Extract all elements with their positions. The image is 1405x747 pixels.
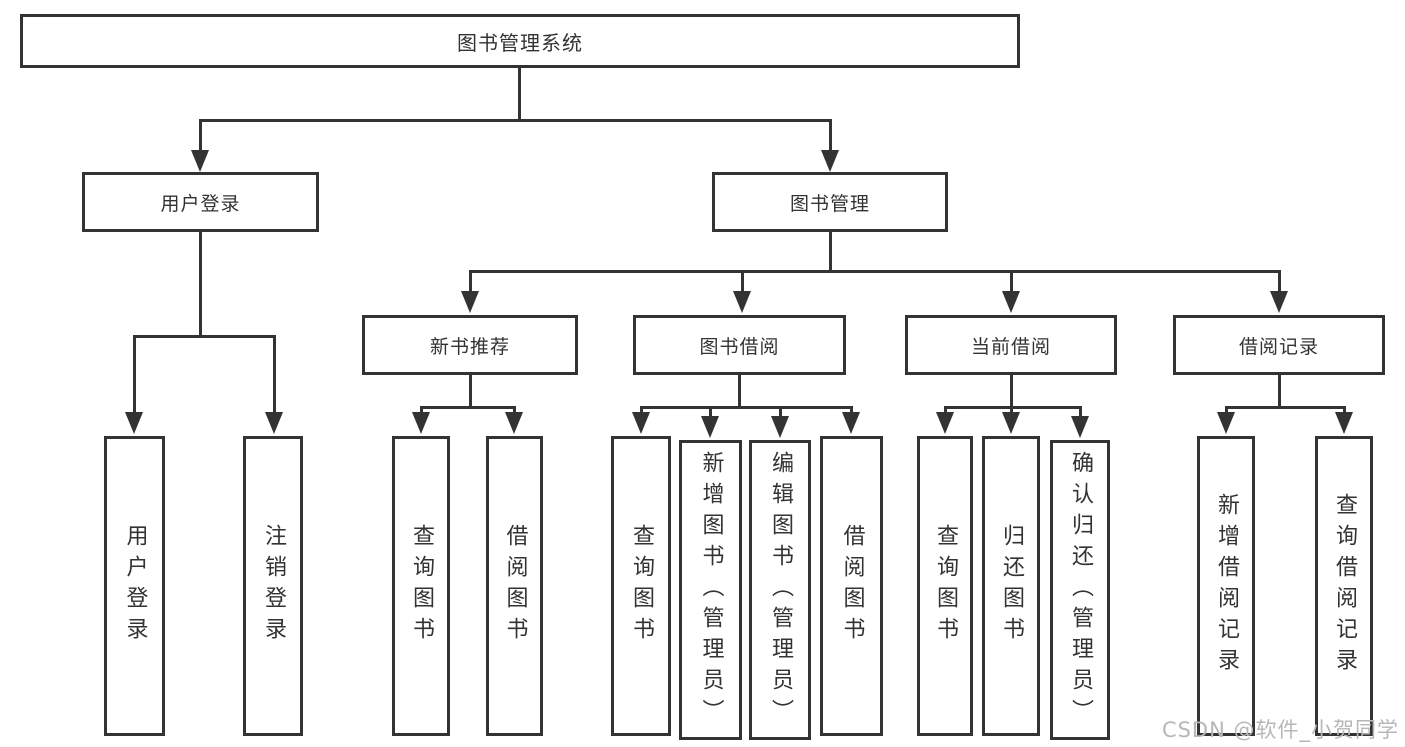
connector-line	[513, 406, 516, 414]
leaf-label: 新增图书（管理员）	[698, 450, 724, 730]
connector-line	[420, 406, 516, 409]
connector-line	[1010, 406, 1013, 414]
arrowhead-down-icon	[771, 416, 789, 438]
leaf-logout: 注销登录	[243, 436, 303, 736]
arrowhead-down-icon	[505, 412, 523, 434]
node-current-borrow: 当前借阅	[905, 315, 1117, 375]
connector-line	[944, 406, 947, 414]
leaf-label: 查询图书	[409, 524, 434, 648]
leaf-label: 注销登录	[261, 524, 286, 648]
connector-line	[640, 406, 643, 414]
leaf-label: 查询借阅记录	[1332, 493, 1357, 679]
connector-line	[469, 375, 472, 409]
node-book-borrow: 图书借阅	[633, 315, 846, 375]
leaf-borrow-books: 借阅图书	[820, 436, 883, 736]
leaf-query-borrow-record: 查询借阅记录	[1315, 436, 1373, 736]
arrowhead-down-icon	[125, 412, 143, 434]
leaf-label: 查询图书	[933, 524, 958, 648]
connector-line	[199, 119, 202, 152]
connector-line	[1278, 270, 1281, 293]
node-root-system: 图书管理系统	[20, 14, 1020, 68]
connector-line	[829, 119, 832, 152]
leaf-label: 编辑图书（管理员）	[768, 450, 793, 730]
arrowhead-down-icon	[461, 291, 479, 313]
connector-line	[709, 406, 712, 418]
arrowhead-down-icon	[1335, 412, 1353, 434]
connector-line	[1079, 406, 1082, 418]
leaf-label: 查询图书	[629, 524, 654, 648]
leaf-label: 归还图书	[999, 524, 1024, 648]
connector-line	[1010, 375, 1013, 409]
leaf-label: 借阅图书	[839, 524, 865, 648]
leaf-user-login: 用户登录	[104, 436, 165, 736]
connector-line	[1343, 406, 1346, 414]
leaf-label: 借阅图书	[502, 524, 528, 648]
node-user-login: 用户登录	[82, 172, 319, 232]
connector-line	[779, 406, 782, 418]
node-book-management: 图书管理	[712, 172, 948, 232]
connector-line	[741, 270, 744, 293]
leaf-return-books: 归还图书	[982, 436, 1040, 736]
connector-line	[469, 270, 1280, 273]
connector-line	[469, 270, 472, 293]
connector-line	[640, 406, 852, 409]
connector-line	[829, 232, 832, 273]
watermark: CSDN @软件_小贺同学	[1161, 718, 1399, 742]
arrowhead-down-icon	[821, 150, 839, 172]
connector-line	[518, 68, 521, 121]
arrowhead-down-icon	[733, 291, 751, 313]
leaf-add-books-admin: 新增图书（管理员）	[679, 440, 742, 740]
node-new-book-recommend: 新书推荐	[362, 315, 578, 375]
arrowhead-down-icon	[191, 150, 209, 172]
connector-line	[1225, 406, 1228, 414]
leaf-label: 确认归还（管理员）	[1068, 450, 1093, 730]
connector-line	[133, 335, 276, 338]
arrowhead-down-icon	[1002, 412, 1020, 434]
connector-line	[133, 335, 136, 414]
arrowhead-down-icon	[632, 412, 650, 434]
arrowhead-down-icon	[1002, 291, 1020, 313]
node-borrow-records: 借阅记录	[1173, 315, 1385, 375]
connector-line	[199, 119, 831, 122]
connector-line	[1225, 406, 1345, 409]
leaf-query-books-borrow: 查询图书	[611, 436, 671, 736]
connector-line	[738, 375, 741, 409]
arrowhead-down-icon	[1270, 291, 1288, 313]
leaf-add-borrow-record: 新增借阅记录	[1197, 436, 1255, 736]
connector-line	[199, 232, 202, 338]
leaf-query-books-recommend: 查询图书	[392, 436, 450, 736]
arrowhead-down-icon	[1071, 416, 1089, 438]
arrowhead-down-icon	[842, 412, 860, 434]
connector-line	[273, 335, 276, 414]
connector-line	[850, 406, 853, 414]
arrowhead-down-icon	[265, 412, 283, 434]
connector-line	[1010, 270, 1013, 293]
leaf-query-books-current: 查询图书	[917, 436, 973, 736]
arrowhead-down-icon	[936, 412, 954, 434]
arrowhead-down-icon	[412, 412, 430, 434]
leaf-confirm-return-admin: 确认归还（管理员）	[1050, 440, 1110, 740]
leaf-label: 新增借阅记录	[1214, 493, 1239, 679]
arrowhead-down-icon	[701, 416, 719, 438]
leaf-label: 用户登录	[122, 524, 148, 648]
arrowhead-down-icon	[1217, 412, 1235, 434]
connector-line	[420, 406, 423, 414]
leaf-edit-books-admin: 编辑图书（管理员）	[749, 440, 811, 740]
leaf-borrow-books-recommend: 借阅图书	[486, 436, 543, 736]
connector-line	[1278, 375, 1281, 409]
